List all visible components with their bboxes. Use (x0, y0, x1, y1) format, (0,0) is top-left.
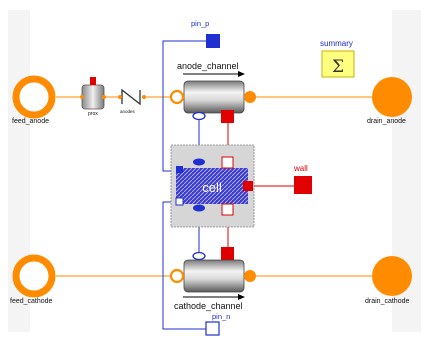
cell-top-heat-port (221, 156, 234, 169)
wall-label: wall (293, 164, 308, 173)
cell-label: cell (202, 180, 222, 195)
wall-icon (294, 176, 312, 194)
pin-p-label: pin_p (191, 19, 209, 28)
cell-bottom-electric-port (193, 204, 205, 212)
anode-channel-pipe (183, 80, 245, 114)
pin-p-icon (206, 34, 220, 48)
anode-outlet-port (244, 91, 256, 103)
cell-pin-n-port (175, 197, 184, 206)
summary-label: summary (320, 39, 353, 48)
pin-p-connector[interactable]: pin_p (191, 19, 220, 48)
feed-cathode-boundary[interactable]: feed_cathode (10, 254, 56, 305)
prox-body (81, 84, 105, 110)
drain-anode-label: drain_anode (367, 118, 406, 125)
cathode-electric-port (192, 251, 206, 261)
anode-heat-port (221, 110, 234, 123)
summary-icon-box (321, 50, 355, 78)
port-dot (102, 95, 106, 99)
summary-sigma-icon: Σ (332, 57, 344, 77)
port-dot (118, 95, 122, 99)
flow-arrow-head (238, 71, 245, 77)
feed-anode-label: feed_anode (12, 118, 49, 125)
summary-block[interactable]: summary Σ (320, 39, 355, 78)
drain-anode-icon (372, 77, 412, 117)
cathode-heat-port (221, 247, 234, 260)
port-dot (80, 95, 84, 99)
drain-cathode-boundary[interactable]: drain_cathode (365, 256, 412, 305)
wire-pin-p (162, 40, 213, 172)
anode-channel[interactable]: anode_channel (169, 61, 256, 123)
cathode-outlet-port (244, 270, 256, 282)
pin-n-icon (205, 321, 220, 336)
cell-membrane (176, 168, 248, 204)
cell-wall-port (243, 181, 253, 191)
feed-cathode-icon (12, 254, 56, 298)
flow-arrow-head (238, 294, 245, 300)
drain-cathode-icon (372, 256, 412, 296)
cathode-channel[interactable]: cathode_channel (169, 247, 256, 311)
pin-n-label: pin_n (212, 312, 230, 321)
fluid-connections (56, 96, 372, 277)
feed-anode-icon (12, 75, 56, 119)
cathode-inlet-port (169, 268, 185, 284)
feed-cathode-label: feed_cathode (10, 298, 53, 305)
wall-component[interactable]: wall (293, 164, 312, 194)
cell-pin-p-port (176, 166, 183, 173)
wire-pin-n (162, 201, 213, 330)
prox-label: prox (88, 111, 98, 117)
port-dot (142, 95, 146, 99)
cell-component[interactable]: cell (170, 144, 255, 228)
anode-inlet-port (169, 89, 185, 105)
anode-channel-label: anode_channel (177, 61, 239, 71)
anodes-label: anodes (120, 109, 136, 114)
prox-port (90, 77, 96, 85)
cathode-channel-pipe (183, 259, 245, 293)
feed-anode-boundary[interactable]: feed_anode (12, 75, 56, 125)
anode-electric-port (192, 111, 206, 121)
cell-top-electric-port (193, 158, 205, 166)
cathode-channel-label: cathode_channel (174, 301, 243, 311)
drain-cathode-label: drain_cathode (365, 298, 409, 305)
pin-n-connector[interactable]: pin_n (205, 312, 230, 336)
drain-anode-boundary[interactable]: drain_anode (367, 77, 412, 125)
cell-bottom-heat-port (221, 203, 234, 216)
